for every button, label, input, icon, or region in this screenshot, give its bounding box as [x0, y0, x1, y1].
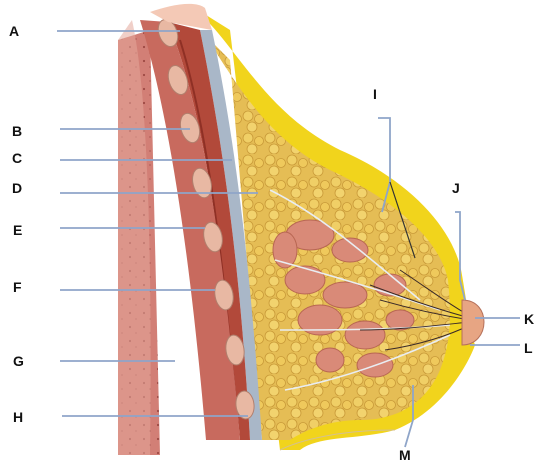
label-l: L — [524, 340, 533, 356]
label-c: C — [12, 150, 22, 166]
label-d: D — [12, 180, 22, 196]
label-g: G — [13, 353, 24, 369]
label-f: F — [13, 279, 22, 295]
label-j: J — [452, 180, 460, 196]
label-m: M — [399, 447, 411, 463]
label-a: A — [9, 23, 19, 39]
label-k: K — [524, 311, 534, 327]
nipple — [462, 300, 484, 345]
label-e: E — [13, 222, 22, 238]
label-i: I — [373, 86, 377, 102]
label-b: B — [12, 123, 22, 139]
label-h: H — [13, 409, 23, 425]
